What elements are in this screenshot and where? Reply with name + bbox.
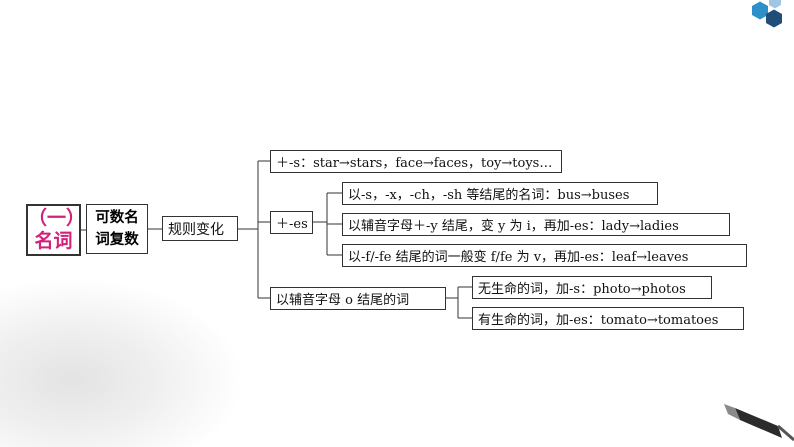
branch-consonant-o: 以辅音字母 o 结尾的词 xyxy=(270,287,446,310)
es-rule-f-fe: 以-f/-fe 结尾的词一般变 f/fe 为 v，再加-es：leaf→leav… xyxy=(342,244,747,267)
rule-node: 规则变化 xyxy=(162,216,238,241)
hexagon-logo-icon xyxy=(752,0,782,28)
root-line-2: 名词 xyxy=(34,230,73,252)
branch-add-es: ＋-es xyxy=(270,211,313,234)
es-rule-consonant-y: 以辅音字母＋-y 结尾，变 y 为 i，再加-es：lady→ladies xyxy=(342,213,730,236)
o-rule-animate: 有生命的词，加-es：tomato→tomatoes xyxy=(472,307,744,330)
es-rule-s-x-ch-sh: 以-s，-x，-ch，-sh 等结尾的名词：bus→buses xyxy=(342,182,658,205)
branch-add-s: ＋-s：star→stars，face→faces，toy→toys… xyxy=(270,150,562,173)
o-rule-inanimate: 无生命的词，加-s：photo→photos xyxy=(472,276,712,299)
root-node: （一） 名词 xyxy=(26,204,86,256)
category-line-1: 可数名 xyxy=(95,210,139,226)
ink-flower-decoration xyxy=(0,280,240,447)
category-node: 可数名 词复数 xyxy=(86,204,148,254)
brush-icon xyxy=(724,404,794,442)
root-line-1: （一） xyxy=(28,207,86,229)
category-line-2: 词复数 xyxy=(95,232,139,248)
